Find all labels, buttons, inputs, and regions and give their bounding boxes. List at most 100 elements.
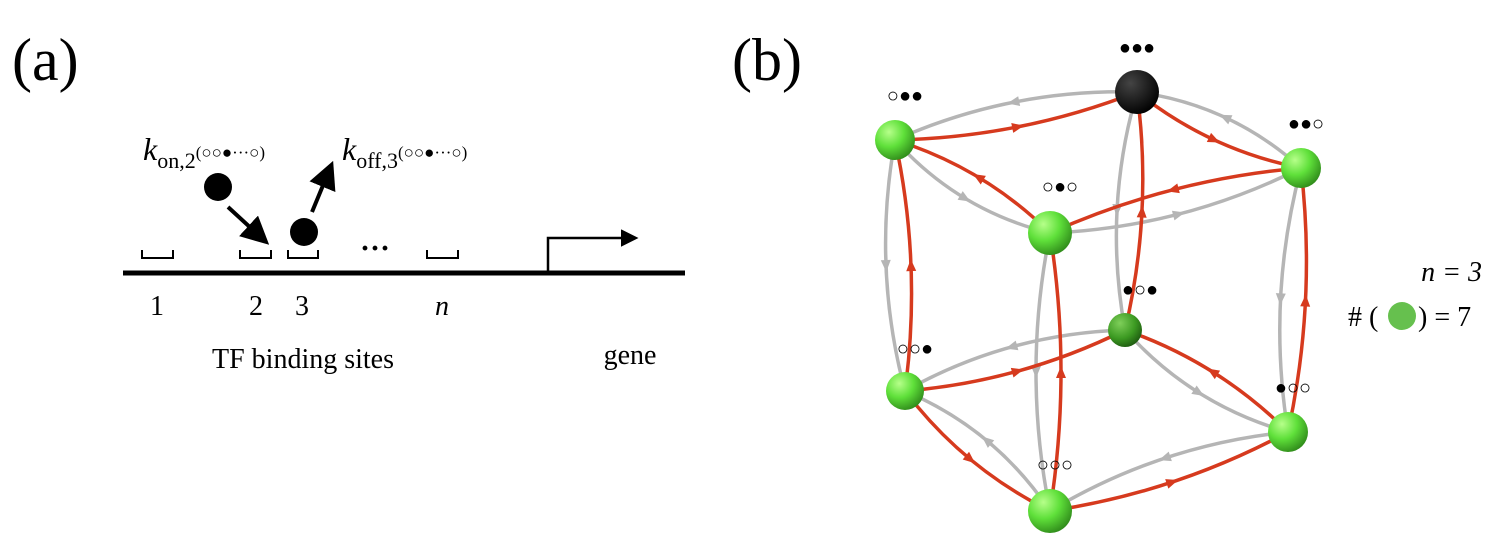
state-node-label: ○○○ (1037, 454, 1073, 476)
edge-arrowhead-icon (880, 259, 891, 273)
red-transition-edge (904, 328, 1126, 393)
red-transition-edge (894, 138, 1052, 235)
binding-site-2 (239, 250, 272, 259)
binding-site-1 (141, 250, 174, 259)
tf-binding-molecule (204, 173, 232, 201)
red-transition-edge (903, 389, 1051, 513)
red-transition-edge (893, 139, 917, 392)
state-node-label: ●●● (1119, 37, 1155, 59)
panel-a-label: (a) (12, 27, 79, 93)
red-transition-edge (894, 90, 1138, 142)
site-label-2: 2 (249, 291, 263, 322)
edge-arrowhead-icon (981, 436, 995, 448)
state-node-s010: ○●○ (1028, 176, 1078, 255)
gray-transition-edge (904, 328, 1126, 393)
red-transition-edge (1286, 167, 1311, 433)
edge-arrowhead-icon (1300, 294, 1311, 307)
state-node-label: ○○● (897, 338, 933, 360)
site-label-3: 3 (295, 291, 309, 322)
k-on-label: kon,2(○○●···○) (143, 131, 265, 173)
state-node-circle (1281, 148, 1321, 188)
state-node-circle (1108, 313, 1142, 347)
red-transition-edge (1123, 91, 1147, 331)
state-node-circle (1028, 489, 1072, 533)
site-label-n: n (435, 291, 449, 322)
promoter-arrow (546, 229, 639, 272)
gray-transition-edge (1031, 232, 1052, 512)
edge-arrowhead-icon (1056, 366, 1066, 378)
state-node-s101: ●○● (1108, 279, 1158, 347)
edge-arrowhead-icon (1158, 451, 1172, 462)
edge-arrowhead-icon (1165, 479, 1179, 489)
state-node-label: ●○● (1122, 279, 1158, 301)
gray-edges (880, 90, 1303, 513)
edge-arrowhead-icon (1136, 205, 1147, 218)
legend-n: n = 3 (1421, 257, 1482, 288)
state-node-s100: ●○○ (1268, 377, 1311, 452)
state-node-s011: ○●● (875, 85, 923, 160)
state-node-s110: ●●○ (1281, 113, 1324, 188)
legend-active-dot (1388, 302, 1416, 330)
state-node-circle (1028, 211, 1072, 255)
edge-arrowhead-icon (962, 451, 976, 464)
state-node-circle (886, 372, 924, 410)
edge-arrowhead-icon (1171, 210, 1185, 221)
red-transition-edge (1124, 328, 1290, 434)
edge-arrowhead-icon (1007, 96, 1021, 107)
edge-arrowhead-icon (1275, 293, 1286, 306)
gray-transition-edge (1275, 167, 1303, 433)
edge-arrowhead-icon (1166, 183, 1180, 194)
gray-transition-edge (1136, 90, 1303, 170)
state-node-circle (1268, 412, 1308, 452)
red-transition-edge (1135, 90, 1302, 170)
edge-arrowhead-icon (973, 173, 986, 185)
legend-count-suffix: ) = 7 (1418, 302, 1471, 333)
binding-site-3 (287, 250, 319, 259)
red-transition-edge (1049, 430, 1289, 513)
edge-arrowhead-icon (1191, 385, 1205, 397)
edge-arrowhead-icon (1011, 123, 1025, 133)
edge-arrowhead-icon (1207, 368, 1221, 380)
state-node-label: ●●○ (1288, 113, 1324, 135)
unbinding-arrow (309, 160, 336, 213)
edge-arrowhead-icon (1206, 132, 1220, 143)
state-node-s000: ○○○ (1028, 454, 1073, 533)
edge-arrowhead-icon (906, 259, 917, 272)
sites-caption: TF binding sites (212, 344, 394, 375)
gene-caption: gene (604, 340, 657, 371)
gray-transition-edge (893, 138, 1051, 235)
sites-ellipsis: ··· (360, 232, 390, 265)
gray-transition-edge (894, 90, 1138, 142)
binding-site-n (426, 250, 459, 259)
gray-transition-edge (1123, 328, 1289, 434)
red-edges (893, 90, 1311, 513)
state-node-label: ●○○ (1275, 377, 1311, 399)
edge-arrowhead-icon (1005, 340, 1019, 351)
state-node-label: ○●● (887, 85, 923, 107)
state-node-s111: ●●● (1115, 37, 1159, 114)
state-node-s001: ○○● (886, 338, 933, 410)
panel-b-label: (b) (732, 27, 802, 93)
red-transition-edge (1049, 166, 1302, 235)
gray-transition-edge (1049, 430, 1289, 513)
gray-transition-edge (1049, 166, 1302, 235)
legend-count-prefix: # ( (1348, 302, 1378, 333)
state-node-circle (875, 120, 915, 160)
binding-arrow (226, 205, 270, 245)
state-node-label: ○●○ (1042, 176, 1078, 198)
gray-transition-edge (880, 139, 907, 392)
state-nodes: ●●● ○●● ●●○ ○●○ ●○● ○○● ●○○ ○○○ (875, 37, 1324, 533)
state-node-circle (1115, 70, 1159, 114)
red-transition-edge (1048, 232, 1066, 512)
edge-arrowhead-icon (1010, 367, 1024, 378)
gray-transition-edge (904, 389, 1052, 512)
tf-bound-molecule (290, 218, 318, 246)
k-off-label: koff,3(○○●···○) (342, 131, 467, 173)
panel-a: (a) ··· kon,2(○○●···○) koff,3(○○●···○) 1… (12, 27, 685, 375)
site-label-1: 1 (150, 291, 164, 322)
panel-b: (b) ●●● ○●● ●●○ ○●○ ●○● ○○● ●○○ ○○○ n = 3 # ( )… (732, 27, 1482, 533)
edge-arrowhead-icon (1219, 114, 1233, 125)
edge-arrowhead-icon (1031, 366, 1041, 378)
